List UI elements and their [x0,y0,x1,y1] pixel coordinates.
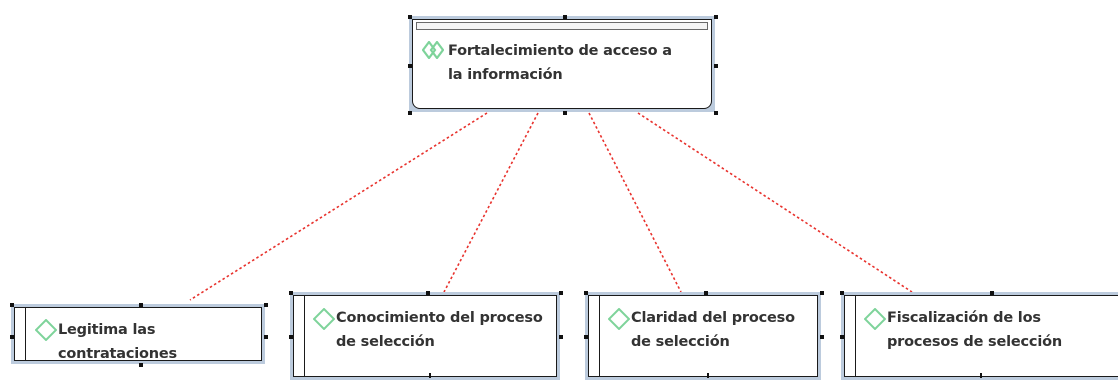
child-node-conocimiento[interactable]: Conocimiento del proceso de selección [289,291,563,380]
resize-handle[interactable] [820,335,824,339]
resize-handle[interactable] [408,64,412,68]
child-node-label: Fiscalización de los procesos de selecci… [887,310,1062,350]
diamond-icon [312,307,336,331]
resize-handle[interactable] [714,15,718,19]
root-node[interactable]: Fortalecimiento de acceso a la informaci… [408,15,718,115]
node-left-bar [25,308,26,360]
resize-handle[interactable] [704,291,708,295]
resize-handle[interactable] [264,335,268,339]
node-left-bar [599,296,600,376]
resize-handle[interactable] [139,303,143,307]
resize-handle[interactable] [408,111,412,115]
child-node-label: Claridad del proceso de selección [631,310,795,350]
resize-handle[interactable] [714,64,718,68]
child-node-claridad[interactable]: Claridad del proceso de selección [584,291,824,380]
resize-handle[interactable] [584,335,588,339]
resize-handle[interactable] [139,363,143,367]
diamond-icon [863,307,887,331]
node-left-bar [304,296,305,376]
resize-handle[interactable] [714,111,718,115]
child-node-legitima[interactable]: Legitima las contrataciones [10,303,268,367]
resize-handle[interactable] [289,335,293,339]
connector-line [443,112,539,293]
double-diamond-icon [421,40,445,60]
child-node-label: Conocimiento del proceso de selección [336,310,543,350]
connector-line [588,112,682,293]
resize-handle[interactable] [840,335,844,339]
resize-handle[interactable] [820,291,824,295]
root-node-label: Fortalecimiento de acceso a la informaci… [448,43,672,83]
node-left-bar [855,296,856,376]
resize-handle[interactable] [289,291,293,295]
resize-handle[interactable] [10,335,14,339]
child-node-fiscalizacion[interactable]: Fiscalización de los procesos de selecci… [840,291,1118,380]
resize-handle[interactable] [408,15,412,19]
resize-handle[interactable] [840,291,844,295]
resize-handle[interactable] [563,15,567,19]
resize-handle[interactable] [563,111,567,115]
resize-handle[interactable] [559,291,563,295]
diamond-icon [607,307,631,331]
resize-handle[interactable] [264,303,268,307]
child-node-label: Legitima las contrataciones [58,322,177,362]
resize-handle[interactable] [10,303,14,307]
resize-handle[interactable] [584,291,588,295]
resize-handle[interactable] [426,291,430,295]
diamond-icon [34,318,58,342]
resize-handle[interactable] [990,291,994,295]
resize-handle[interactable] [559,335,563,339]
connector-line [189,112,488,301]
root-header-strip [416,22,708,30]
connector-line [637,112,913,293]
